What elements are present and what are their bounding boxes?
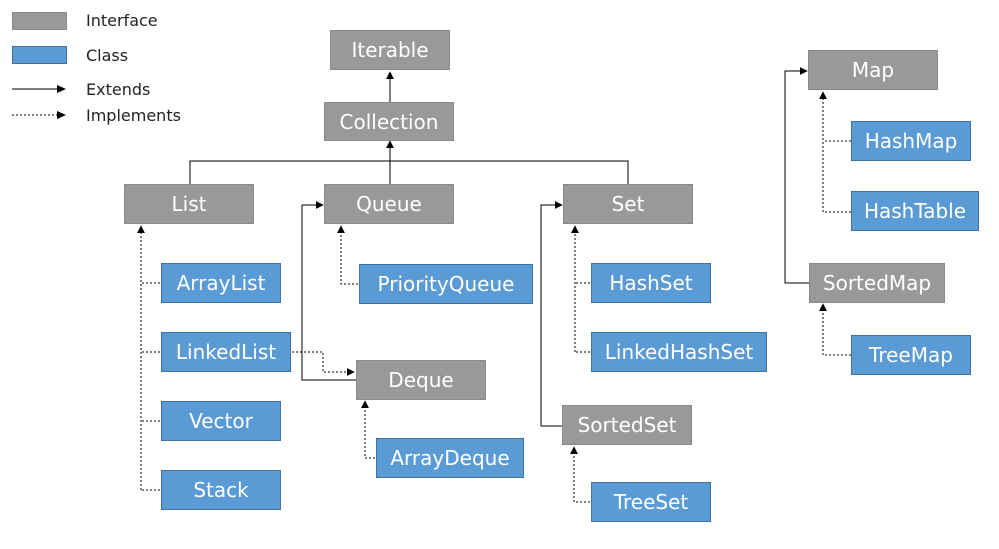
node-queue: Queue bbox=[324, 184, 454, 224]
node-hashtable: HashTable bbox=[851, 191, 979, 231]
edge-arraydeque-deque bbox=[361, 400, 375, 459]
legend-class-swatch bbox=[12, 46, 67, 64]
node-treemap: TreeMap bbox=[851, 335, 971, 375]
node-vector: Vector bbox=[161, 401, 281, 441]
node-hashmap: HashMap bbox=[851, 121, 971, 161]
legend-implements-arrow bbox=[12, 111, 66, 119]
edge-deque-queue bbox=[301, 201, 356, 381]
node-deque: Deque bbox=[356, 360, 486, 400]
node-sortedmap: SortedMap bbox=[809, 263, 945, 303]
legend-interface-swatch bbox=[12, 12, 67, 30]
edge-treeset-sortedset bbox=[570, 446, 590, 503]
edge-priorityqueue-queue bbox=[337, 225, 358, 285]
legend-class-label: Class bbox=[86, 46, 129, 65]
node-treeset: TreeSet bbox=[591, 482, 711, 522]
node-iterable: Iterable bbox=[330, 30, 450, 70]
node-collection: Collection bbox=[324, 102, 454, 141]
edge-linkedlist-deque bbox=[292, 351, 355, 376]
legend-interface-label: Interface bbox=[86, 11, 158, 30]
node-priorityqueue: PriorityQueue bbox=[359, 264, 533, 304]
legend-extends-arrow bbox=[12, 85, 66, 93]
edge-treemap-sortedmap bbox=[819, 303, 851, 356]
node-list: List bbox=[124, 184, 254, 224]
node-arraylist: ArrayList bbox=[161, 263, 281, 303]
node-stack: Stack bbox=[161, 470, 281, 510]
edge-sortedmap-map bbox=[784, 67, 809, 284]
node-linkedlist: LinkedList bbox=[161, 332, 291, 372]
node-set: Set bbox=[563, 184, 693, 224]
node-arraydeque: ArrayDeque bbox=[376, 438, 524, 478]
legend-implements-label: Implements bbox=[86, 106, 181, 125]
legend-extends-label: Extends bbox=[86, 80, 151, 99]
node-linkedhashset: LinkedHashSet bbox=[591, 332, 767, 372]
edge-sortedset-set bbox=[540, 201, 563, 427]
edge-children-collection bbox=[189, 160, 629, 184]
node-sortedset: SortedSet bbox=[562, 405, 692, 445]
node-hashset: HashSet bbox=[591, 263, 711, 303]
node-map: Map bbox=[808, 50, 938, 90]
